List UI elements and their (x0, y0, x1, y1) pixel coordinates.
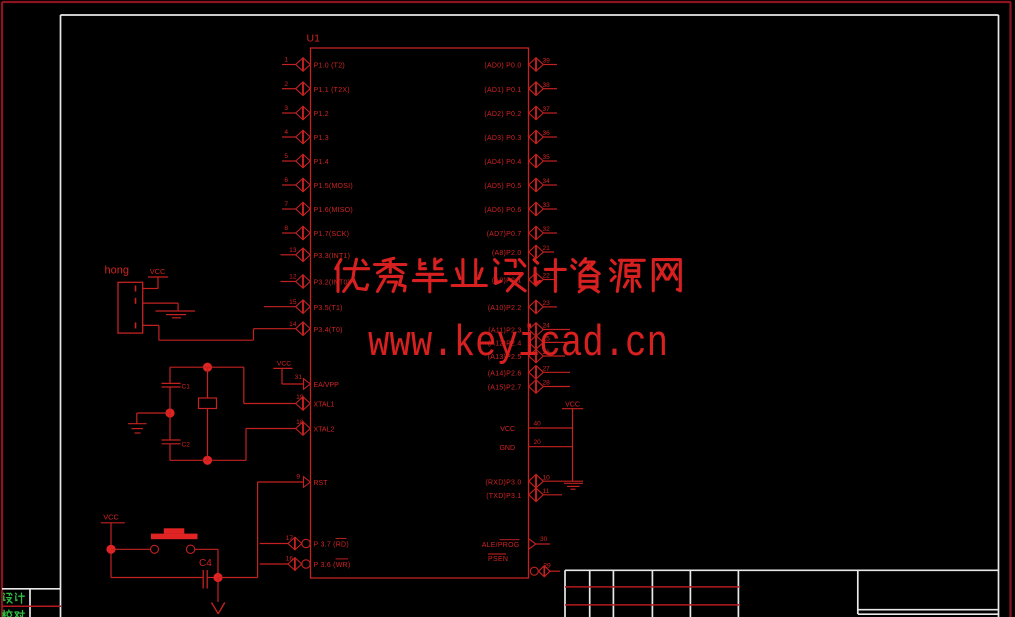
svg-text:(AD3) P0.3: (AD3) P0.3 (484, 135, 521, 142)
svg-text:6: 6 (284, 177, 288, 184)
svg-text:25: 25 (543, 336, 551, 343)
svg-text:33: 33 (543, 202, 551, 209)
svg-text:16: 16 (286, 556, 294, 563)
svg-text:P1.7(SCK): P1.7(SCK) (314, 231, 350, 238)
svg-text:P1.0 (T2): P1.0 (T2) (314, 63, 345, 70)
svg-text:www.keyicad.cn: www.keyicad.cn (368, 319, 668, 369)
svg-text:9: 9 (296, 474, 300, 481)
svg-text:18: 18 (296, 419, 304, 426)
svg-text:(A14)P2.6: (A14)P2.6 (488, 371, 522, 378)
svg-text:34: 34 (543, 178, 551, 185)
svg-text:(A10)P2.2: (A10)P2.2 (488, 305, 522, 312)
svg-text:P1.1 (T2X): P1.1 (T2X) (314, 87, 350, 94)
svg-text:12: 12 (289, 274, 297, 281)
svg-text:1: 1 (284, 57, 288, 64)
svg-text:P 3.7 (RD): P 3.7 (RD) (314, 542, 349, 549)
svg-text:P1.4: P1.4 (314, 159, 329, 166)
svg-text:23: 23 (543, 300, 551, 307)
svg-text:15: 15 (289, 299, 297, 306)
svg-text:32: 32 (543, 226, 551, 233)
svg-text:P1.5(MOSI): P1.5(MOSI) (314, 183, 353, 190)
svg-text:(TXD)P3.1: (TXD)P3.1 (486, 493, 521, 500)
svg-text:28: 28 (543, 380, 551, 387)
svg-text:VCC: VCC (277, 361, 291, 368)
svg-text:(A11)P2.3: (A11)P2.3 (488, 328, 521, 335)
svg-text:RST: RST (314, 480, 329, 487)
svg-text:(A12)P2.4: (A12)P2.4 (488, 341, 522, 348)
svg-text:14: 14 (289, 321, 297, 328)
svg-text:(AD5) P0.5: (AD5) P0.5 (484, 183, 521, 190)
svg-text:VCC: VCC (500, 426, 515, 433)
svg-text:(A9)P2.1: (A9)P2.1 (492, 278, 522, 285)
svg-text:hong: hong (105, 265, 129, 277)
svg-text:26: 26 (543, 349, 551, 356)
svg-text:P1.6(MISO): P1.6(MISO) (314, 207, 353, 214)
svg-text:(RXD)P3.0: (RXD)P3.0 (485, 479, 521, 486)
svg-text:31: 31 (295, 374, 303, 381)
svg-text:21: 21 (543, 245, 551, 252)
svg-text:(A13)P2.5: (A13)P2.5 (488, 354, 522, 361)
svg-text:2: 2 (284, 81, 288, 88)
svg-text:C1: C1 (182, 384, 191, 391)
svg-text:37: 37 (543, 106, 551, 113)
svg-text:17: 17 (286, 535, 294, 542)
svg-text:(AD6) P0.6: (AD6) P0.6 (484, 207, 521, 214)
svg-text:11: 11 (543, 488, 550, 495)
svg-text:24: 24 (543, 323, 551, 330)
svg-text:40: 40 (534, 420, 542, 427)
svg-text:(AD4) P0.4: (AD4) P0.4 (484, 159, 521, 166)
svg-text:19: 19 (296, 394, 304, 401)
svg-text:VCC: VCC (150, 267, 166, 276)
svg-text:P 3.6 (WR): P 3.6 (WR) (314, 562, 351, 569)
svg-text:P3.2(INT0): P3.2(INT0) (314, 280, 351, 287)
svg-text:C2: C2 (182, 442, 191, 449)
svg-text:XTAL1: XTAL1 (314, 402, 335, 409)
svg-text:10: 10 (543, 474, 551, 481)
svg-text:38: 38 (543, 82, 551, 89)
svg-text:8: 8 (284, 225, 288, 232)
svg-text:36: 36 (543, 130, 551, 137)
svg-text:(AD1) P0.1: (AD1) P0.1 (484, 87, 521, 94)
svg-text:27: 27 (543, 366, 551, 373)
svg-text:13: 13 (289, 247, 297, 254)
svg-text:4: 4 (284, 129, 288, 136)
svg-text:XTAL2: XTAL2 (314, 427, 335, 434)
svg-text:P3.5(T1): P3.5(T1) (314, 305, 343, 312)
svg-text:(AD2) P0.2: (AD2) P0.2 (484, 111, 521, 118)
svg-text:P3.3(INT1): P3.3(INT1) (314, 253, 351, 260)
svg-text:P3.4(T0): P3.4(T0) (314, 327, 343, 334)
svg-text:PSEN: PSEN (488, 556, 508, 563)
svg-text:5: 5 (284, 153, 288, 160)
svg-text:GND: GND (499, 445, 515, 452)
svg-text:3: 3 (284, 105, 288, 112)
svg-text:P1.2: P1.2 (314, 111, 329, 118)
svg-text:C4: C4 (199, 558, 212, 569)
svg-text:(A15)P2.7: (A15)P2.7 (488, 385, 522, 392)
svg-text:(AD7)P0.7: (AD7)P0.7 (487, 231, 522, 238)
svg-text:VCC: VCC (565, 402, 580, 409)
svg-text:29: 29 (543, 563, 551, 570)
svg-text:P1.3: P1.3 (314, 135, 329, 142)
svg-text:39: 39 (543, 58, 551, 65)
svg-text:U1: U1 (307, 33, 321, 45)
svg-text:35: 35 (543, 154, 551, 161)
svg-text:ALE/PROG: ALE/PROG (482, 542, 520, 549)
svg-text:(A8)P2.0: (A8)P2.0 (492, 250, 522, 257)
svg-text:30: 30 (540, 536, 548, 543)
svg-text:7: 7 (284, 201, 288, 208)
svg-text:(AD0) P0.0: (AD0) P0.0 (484, 63, 521, 70)
svg-text:VCC: VCC (103, 513, 119, 522)
svg-text:20: 20 (534, 439, 542, 446)
svg-text:EA/VPP: EA/VPP (314, 382, 340, 389)
svg-text:22: 22 (543, 273, 551, 280)
